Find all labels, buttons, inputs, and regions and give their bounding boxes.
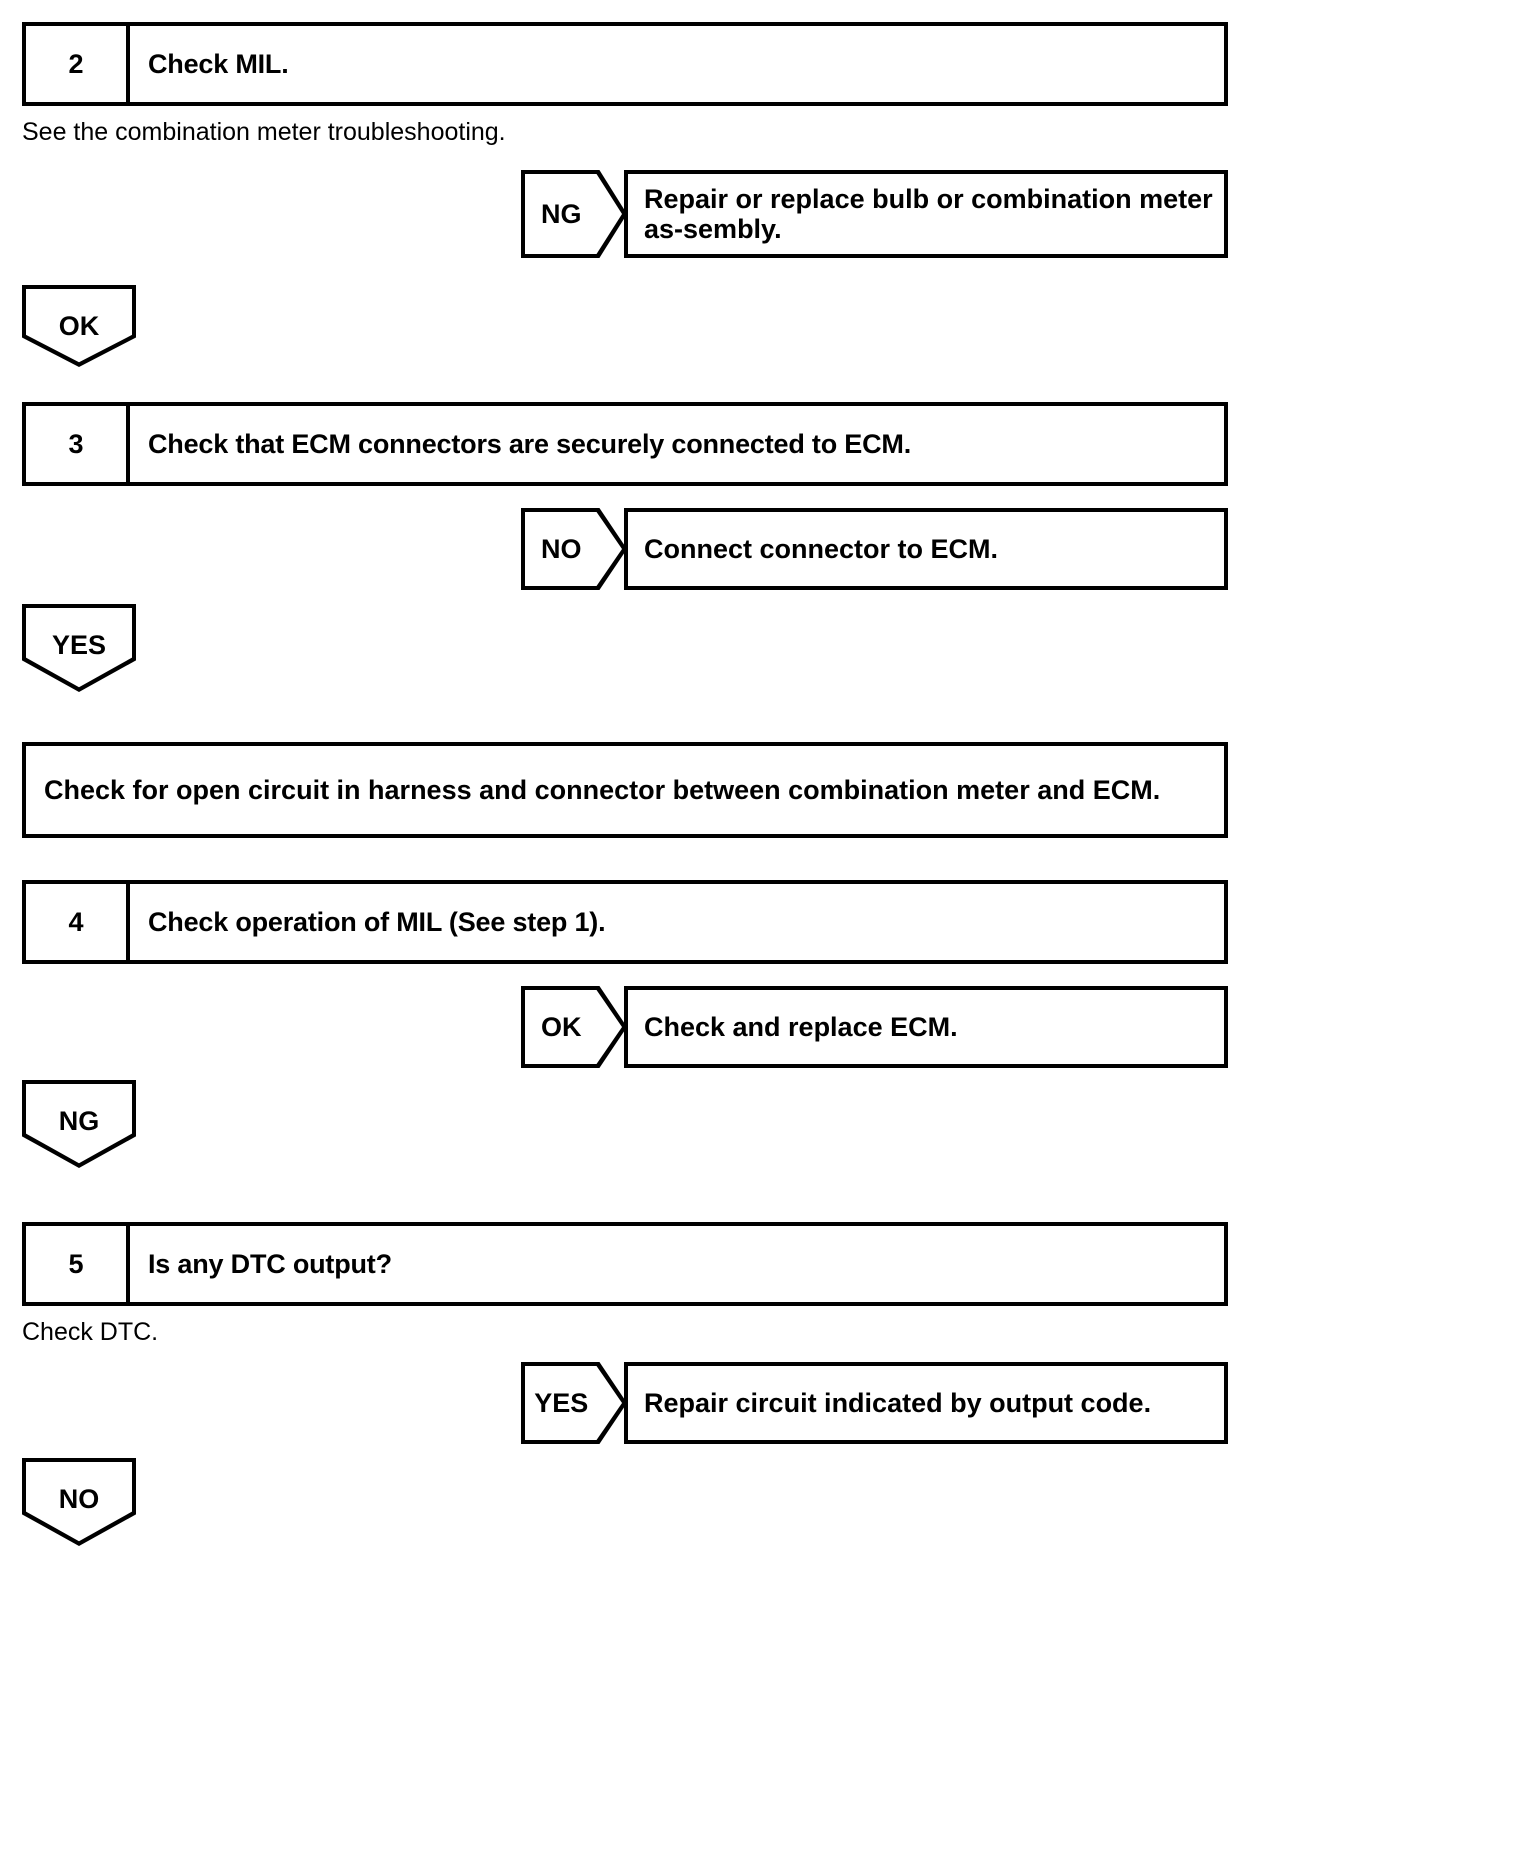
step-number-5: 5 <box>26 1226 130 1302</box>
step-note-5: Check DTC. <box>22 1318 159 1346</box>
branch-result-text-step3: Connect connector to ECM. <box>644 533 999 564</box>
step-note-2: See the combination meter troubleshootin… <box>22 118 506 146</box>
branch-arrow-yes-step5: YES <box>521 1362 627 1444</box>
branch-label-no-step3: NO <box>541 533 582 564</box>
step-number-2: 2 <box>26 26 130 102</box>
branch-arrow-no-step3: NO <box>521 508 627 590</box>
branch-arrow-ok-step4: OK <box>521 986 627 1068</box>
branch-arrow-ng-step2: NG <box>521 170 627 258</box>
branch-result-step2: Repair or replace bulb or combination me… <box>624 170 1228 258</box>
continue-arrow-ok-step2: OK <box>22 285 136 367</box>
branch-result-text-step5: Repair circuit indicated by output code. <box>644 1387 1152 1418</box>
branch-result-step4: Check and replace ECM. <box>624 986 1228 1068</box>
step-row-3: 3 Check that ECM connectors are securely… <box>22 402 1228 486</box>
continue-label-ng-step4: NG <box>58 1106 100 1136</box>
continue-arrow-ng-step4: NG <box>22 1080 136 1168</box>
step-number-4: 4 <box>26 884 130 960</box>
instruction-box-text: Check for open circuit in harness and co… <box>44 774 1161 805</box>
continue-arrow-yes-step3: YES <box>22 604 136 692</box>
step-number-3: 3 <box>26 406 130 482</box>
branch-label-ok-step4: OK <box>541 1011 582 1042</box>
continue-arrow-no-step5: NO <box>22 1458 136 1546</box>
branch-result-text-step4: Check and replace ECM. <box>644 1011 958 1042</box>
step-row-2: 2 Check MIL. <box>22 22 1228 106</box>
branch-label-yes-step5: YES <box>534 1387 589 1418</box>
branch-result-step3: Connect connector to ECM. <box>624 508 1228 590</box>
step-title-5: Is any DTC output? <box>148 1248 392 1279</box>
continue-label-no-step5: NO <box>58 1484 100 1514</box>
step-row-5: 5 Is any DTC output? <box>22 1222 1228 1306</box>
step-title-4: Check operation of MIL (See step 1). <box>148 906 606 937</box>
branch-result-text-step2: Repair or replace bulb or combination me… <box>644 183 1213 244</box>
step-title-2: Check MIL. <box>148 48 289 79</box>
branch-label-ng-step2: NG <box>541 198 582 229</box>
branch-result-step5: Repair circuit indicated by output code. <box>624 1362 1228 1444</box>
continue-label-yes-step3: YES <box>51 630 107 660</box>
instruction-box: Check for open circuit in harness and co… <box>22 742 1228 838</box>
step-row-4: 4 Check operation of MIL (See step 1). <box>22 880 1228 964</box>
step-title-3: Check that ECM connectors are securely c… <box>148 428 912 459</box>
continue-label-ok-step2: OK <box>58 311 100 341</box>
